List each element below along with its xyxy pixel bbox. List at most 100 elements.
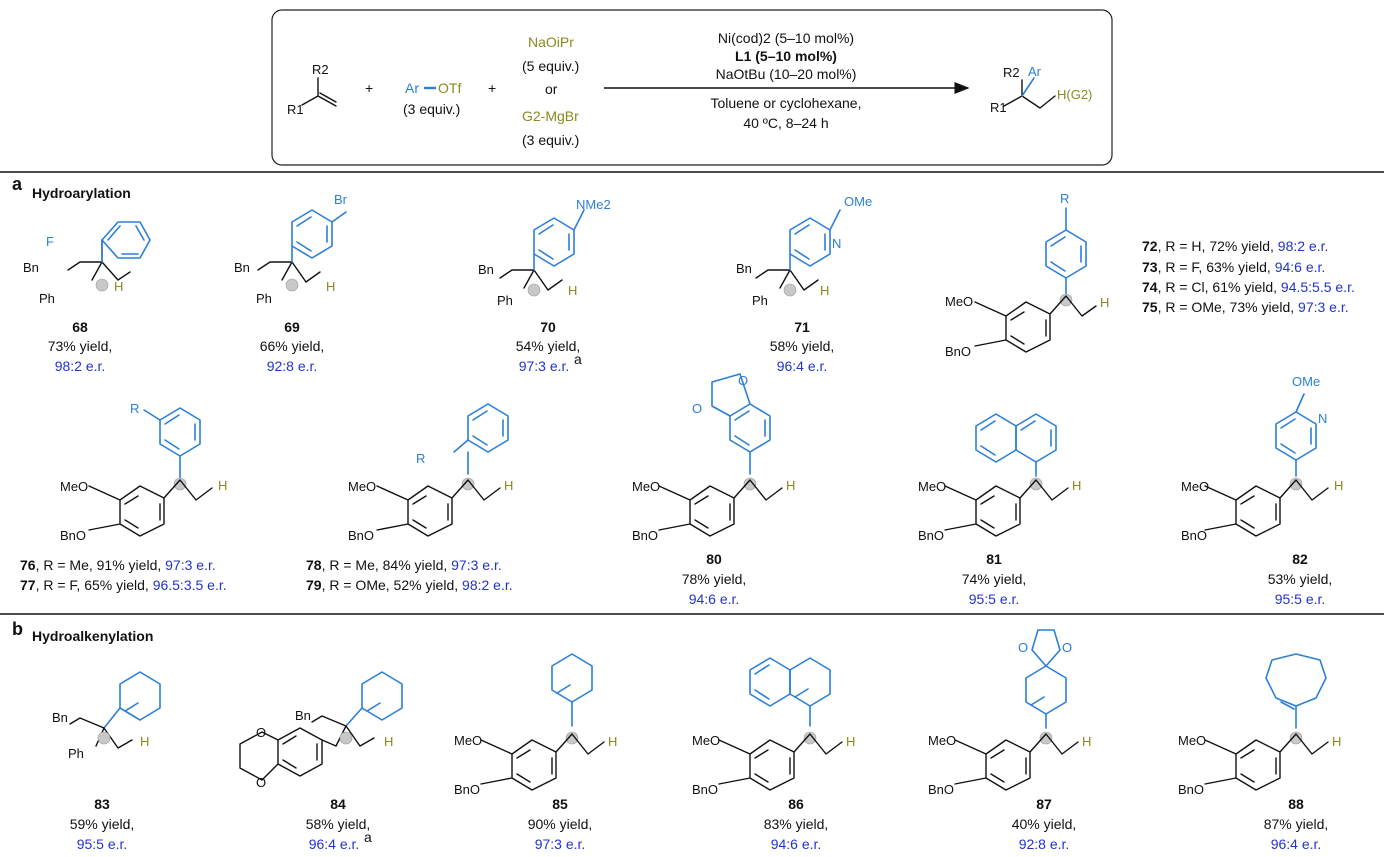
product-h-label: H(G2) bbox=[1057, 87, 1092, 102]
yield-text: 73% yield, bbox=[48, 338, 113, 354]
er-text: 95:5 e.r. bbox=[77, 836, 128, 852]
condition-solvent: Toluene or cyclohexane, bbox=[711, 95, 862, 111]
series-line: 73, R = F, 63% yield, 94:6 e.r. bbox=[1142, 259, 1325, 275]
general-scheme: R2 R1 + Ar OTf (3 equiv.) + NaOiPr (5 eq… bbox=[271, 9, 1113, 166]
benzyl-label: Bn bbox=[478, 262, 494, 277]
compound-69-structure: Br Bn Ph H bbox=[234, 192, 348, 306]
hydrogen-label: H bbox=[384, 734, 393, 749]
yield-text: 53% yield, bbox=[1268, 571, 1333, 587]
reagent-a-equiv: (5 equiv.) bbox=[522, 58, 579, 74]
hydrogen-label: H bbox=[504, 478, 513, 493]
section-b-title: Hydroalkenylation bbox=[32, 628, 153, 644]
dioxane-o-label: O bbox=[256, 725, 266, 740]
yield-text: 40% yield, bbox=[1012, 816, 1077, 832]
compound-number: 87 bbox=[1036, 796, 1052, 812]
reagent-b: G2-MgBr bbox=[522, 108, 579, 124]
benzyloxy-label: BnO bbox=[1181, 528, 1207, 543]
conditions: Ni(cod)2 (5–10 mol%) L1 (5–10 mol%) NaOt… bbox=[711, 30, 862, 131]
er-text: 96:4 e.r. bbox=[777, 358, 828, 374]
compound-72-75-structure: R MeO BnO H bbox=[945, 191, 1109, 359]
methoxy-label: MeO bbox=[945, 294, 973, 309]
series-line: 72, R = H, 72% yield, 98:2 e.r. bbox=[1142, 238, 1328, 254]
series-line: 79, R = OMe, 52% yield, 98:2 e.r. bbox=[306, 577, 513, 593]
fluoro-label: F bbox=[46, 234, 54, 249]
hydrogen-label: H bbox=[1334, 478, 1343, 493]
compound-number: 85 bbox=[552, 796, 568, 812]
yield-text: 78% yield, bbox=[682, 571, 747, 587]
hydrogen-label: H bbox=[608, 734, 617, 749]
compound-70-label: 70 54% yield, 97:3 e.r. a bbox=[516, 319, 582, 374]
r-group-label: R bbox=[130, 401, 139, 416]
yield-text: 58% yield, bbox=[306, 816, 371, 832]
hydrogen-label: H bbox=[820, 283, 829, 298]
r-group-label: R bbox=[1060, 191, 1069, 206]
compound-82-structure: OMe N MeO BnO H bbox=[1181, 374, 1343, 543]
compound-76-77-structure: R MeO BnO H bbox=[60, 401, 227, 543]
phenyl-label: Ph bbox=[497, 293, 513, 308]
methoxy-label: MeO bbox=[918, 479, 946, 494]
series-line: 76, R = Me, 91% yield, 97:3 e.r. bbox=[20, 557, 216, 573]
compound-82-label: 82 53% yield, 95:5 e.r. bbox=[1268, 551, 1333, 607]
hydrogen-label: H bbox=[140, 734, 149, 749]
condition-base: NaOtBu (10–20 mol%) bbox=[716, 66, 857, 82]
methoxy-label: OMe bbox=[1292, 374, 1320, 389]
compound-number: 82 bbox=[1292, 551, 1308, 567]
compound-85-label: 85 90% yield, 97:3 e.r. bbox=[528, 796, 593, 852]
dioxolane-o-label: O bbox=[1062, 640, 1072, 655]
scheme-frame bbox=[271, 9, 1113, 166]
phenyl-label: Ph bbox=[256, 291, 272, 306]
section-a-letter: a bbox=[12, 174, 23, 194]
benzyloxy-label: BnO bbox=[348, 528, 374, 543]
methoxy-label: MeO bbox=[692, 733, 720, 748]
compound-86-label: 86 83% yield, 94:6 e.r. bbox=[764, 796, 829, 852]
triflate-label: OTf bbox=[438, 80, 461, 96]
condition-temperature: 40 ºC, 8–24 h bbox=[743, 115, 828, 131]
methoxy-label: MeO bbox=[348, 479, 376, 494]
er-text: 95:5 e.r. bbox=[1275, 591, 1326, 607]
compound-68-label: 68 73% yield, 98:2 e.r. bbox=[48, 319, 113, 374]
compound-number: 86 bbox=[788, 796, 804, 812]
compound-69-label: 69 66% yield, 92:8 e.r. bbox=[260, 319, 325, 374]
compound-number: 71 bbox=[794, 319, 810, 335]
reagent-a: NaOiPr bbox=[528, 34, 574, 50]
methoxy-label: MeO bbox=[60, 479, 88, 494]
compound-80-label: 80 78% yield, 94:6 e.r. bbox=[682, 551, 747, 607]
phenyl-label: Ph bbox=[39, 291, 55, 306]
compound-68-atoms: Bn Ph H bbox=[23, 260, 123, 306]
substrate-r1-label: R1 bbox=[287, 102, 304, 117]
compound-71-label: 71 58% yield, 96:4 e.r. bbox=[770, 319, 835, 374]
hydrogen-label: H bbox=[846, 734, 855, 749]
er-text: 94:6 e.r. bbox=[689, 591, 740, 607]
compound-84-structure: Bn O O H bbox=[239, 671, 403, 790]
hydrogen-label: H bbox=[1332, 734, 1341, 749]
dioxolane-o-label: O bbox=[1018, 640, 1028, 655]
general-product: R2 Ar R1 H(G2) bbox=[990, 64, 1092, 115]
series-line: 77, R = F, 65% yield, 96.5:3.5 e.r. bbox=[20, 577, 227, 593]
yield-text: 59% yield, bbox=[70, 816, 135, 832]
er-text: 97:3 e.r. bbox=[535, 836, 586, 852]
compound-81-structure: MeO BnO H bbox=[918, 413, 1081, 543]
compound-number: 80 bbox=[706, 551, 722, 567]
compound-88-label: 88 87% yield, 96:4 e.r. bbox=[1264, 796, 1329, 852]
compound-70-structure: NMe2 Bn Ph H bbox=[478, 197, 611, 308]
yield-text: 54% yield, bbox=[516, 338, 581, 354]
benzyl-label: Bn bbox=[52, 710, 68, 725]
phenyl-label: Ph bbox=[68, 746, 84, 761]
series-78-79: 78, R = Me, 84% yield, 97:3 e.r. 79, R =… bbox=[306, 557, 513, 593]
compound-number: 68 bbox=[72, 319, 88, 335]
yield-text: 66% yield, bbox=[260, 338, 325, 354]
product-r2-label: R2 bbox=[1003, 65, 1020, 80]
methoxy-label: MeO bbox=[632, 479, 660, 494]
aryl-triflate: Ar OTf (3 equiv.) bbox=[403, 80, 461, 117]
yield-text: 87% yield, bbox=[1264, 816, 1329, 832]
er-text: 96:4 e.r. bbox=[1271, 836, 1322, 852]
series-76-77: 76, R = Me, 91% yield, 97:3 e.r. 77, R =… bbox=[20, 557, 227, 593]
compound-80-structure: O O MeO BnO H bbox=[632, 373, 795, 543]
dimethylamino-label: NMe2 bbox=[576, 197, 611, 212]
er-text: 92:8 e.r. bbox=[267, 358, 318, 374]
benzyloxy-label: BnO bbox=[454, 782, 480, 797]
series-72-75: 72, R = H, 72% yield, 98:2 e.r. 73, R = … bbox=[1142, 238, 1355, 315]
compound-81-label: 81 74% yield, 95:5 e.r. bbox=[962, 551, 1027, 607]
benzyl-label: Bn bbox=[295, 708, 311, 723]
benzyl-label: Bn bbox=[736, 261, 752, 276]
